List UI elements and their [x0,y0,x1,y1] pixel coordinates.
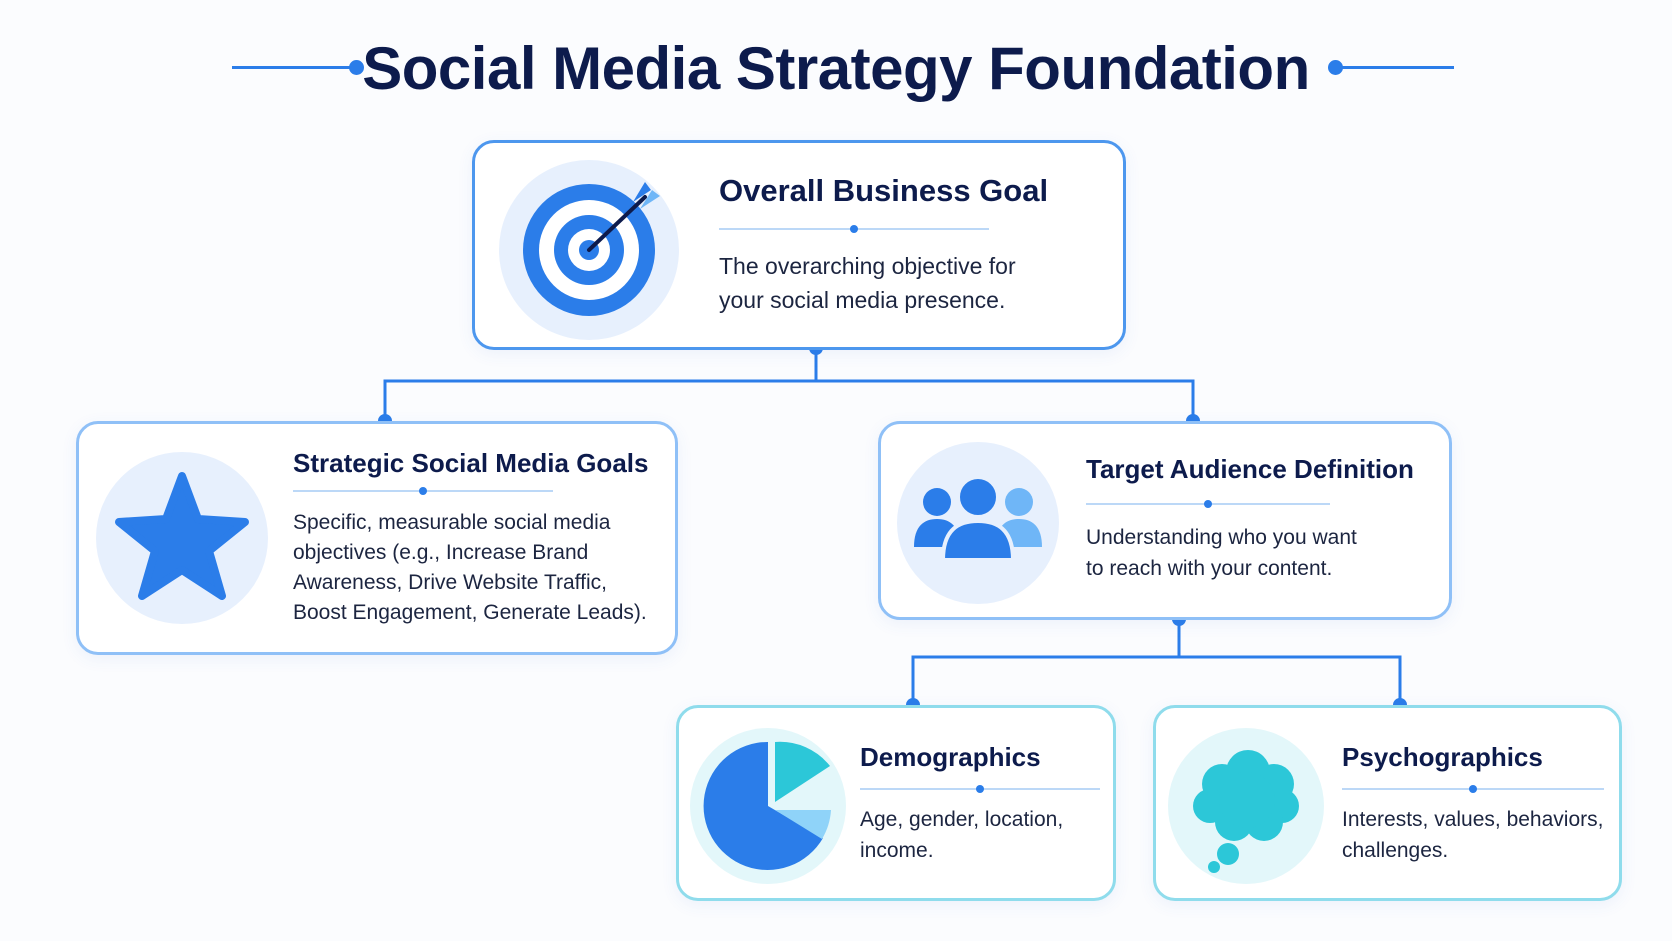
description-line: Age, gender, location, [860,808,1064,831]
node-title: Strategic Social Media Goals [293,448,649,478]
people-icon [897,442,1059,604]
node-description: The overarching objective for your socia… [719,249,1016,317]
description-line: The overarching objective for [719,253,1016,279]
thought-bubble-icon [1168,728,1324,884]
node-demographics: Demographics Age, gender, location, inco… [676,705,1116,901]
description-line: challenges. [1342,839,1449,862]
target-icon [499,160,679,340]
node-description: Interests, values, behaviors, challenges… [1342,804,1603,866]
title-divider [719,225,989,233]
node-title: Psychographics [1342,742,1543,772]
edge-audience-to-demographics [911,619,1181,705]
description-line: objectives (e.g., Increase Brand [293,541,589,564]
edge-goal-to-strategic [383,348,818,421]
page-title: Social Media Strategy Foundation [362,35,1310,102]
title-right-dot [1328,60,1343,75]
node-title: Target Audience Definition [1086,454,1414,484]
title-left-rule [232,66,356,69]
title-divider [293,487,553,495]
description-line: Awareness, Drive Website Traffic, [293,571,607,594]
description-line: Boost Engagement, Generate Leads). [293,601,647,624]
description-line: income. [860,839,934,862]
description-line: Interests, values, behaviors, [1342,808,1604,831]
star-icon [96,452,268,624]
node-business-goal: Overall Business Goal The overarching ob… [472,140,1126,350]
node-description: Understanding who you want to reach with… [1086,522,1357,584]
title-left-dot [349,60,364,75]
description-line: Specific, measurable social media [293,511,611,534]
edge-goal-to-audience [816,379,1195,421]
title-right-rule [1336,66,1454,69]
node-title: Demographics [860,742,1041,772]
node-psychographics: Psychographics Interests, values, behavi… [1153,705,1622,901]
description-line: to reach with your content. [1086,557,1333,580]
title-divider [1086,500,1330,508]
pie-chart-icon [690,728,846,884]
description-line: your social media presence. [719,287,1006,313]
header: Social Media Strategy Foundation [0,26,1672,106]
edge-audience-to-psychographics [1179,655,1402,705]
node-description: Specific, measurable social media object… [293,508,647,628]
node-target-audience: Target Audience Definition Understanding… [878,421,1452,620]
node-strategic-goals: Strategic Social Media Goals Specific, m… [76,421,678,655]
title-divider [1342,785,1604,793]
node-title: Overall Business Goal [719,173,1049,208]
description-line: Understanding who you want [1086,526,1357,549]
title-divider [860,785,1100,793]
node-description: Age, gender, location, income. [860,804,1063,866]
